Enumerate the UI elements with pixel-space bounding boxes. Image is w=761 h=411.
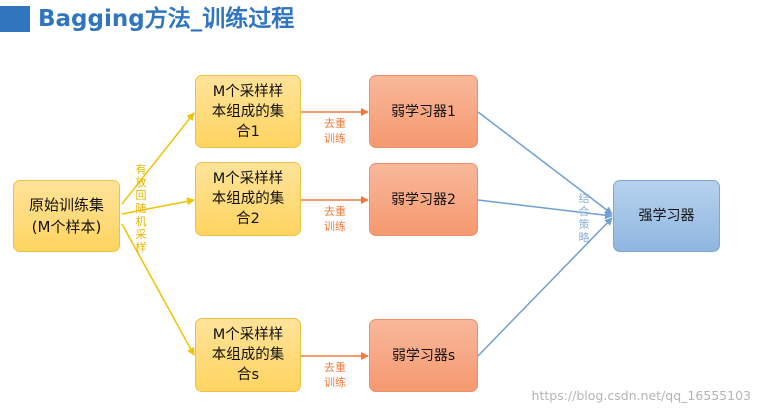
train-label-1: 去重训练	[324, 117, 346, 145]
sample-set-2-line2: 本组成的集	[211, 191, 285, 207]
weak-learner-3-label: 弱学习器s	[391, 347, 456, 364]
sample-set-3-line2: 本组成的集	[211, 347, 285, 363]
sample-set-3-line3: 合s	[236, 367, 260, 383]
sample-set-box-3: M个采样样 本组成的集 合s	[195, 318, 301, 392]
weak-learner-2-label: 弱学习器2	[391, 191, 456, 208]
strong-learner-box: 强学习器	[613, 180, 720, 252]
sample-set-1-line2: 本组成的集	[211, 103, 285, 120]
weak-learner-box-2: 弱学习器2	[369, 163, 478, 236]
sample-set-2-line3: 合2	[236, 211, 260, 227]
weak-learner-1-label: 弱学习器1	[391, 103, 456, 120]
original-training-set-line1: 原始训练集	[28, 196, 104, 214]
watermark-text: https://blog.csdn.net/qq_16555103	[531, 388, 751, 403]
sampling-method-label: 有放回随机采样	[135, 163, 147, 254]
sampling-arrow-3	[121, 223, 195, 356]
weak-learner-box-3: 弱学习器s	[369, 319, 478, 392]
original-training-set-line2: (M个样本)	[31, 218, 102, 236]
sampling-arrow-2	[121, 197, 195, 215]
sample-set-3-line1: M个采样样	[212, 327, 284, 343]
train-label-2: 去重训练	[324, 205, 346, 233]
combine-arrow-2	[477, 199, 613, 220]
sample-set-1-line3: 合1	[236, 123, 260, 140]
page-title: Bagging方法_训练过程	[38, 6, 295, 32]
sampling-arrow-1	[121, 112, 195, 205]
combine-arrow-1	[477, 111, 613, 215]
strong-learner-label: 强学习器	[638, 208, 695, 224]
sample-set-1-line1: M个采样样	[212, 83, 284, 100]
combination-strategy-label: 结合策略	[578, 192, 590, 244]
sample-set-box-2: M个采样样 本组成的集 合2	[195, 162, 301, 236]
train-label-3: 去重训练	[324, 361, 346, 389]
original-training-set-box: 原始训练集 (M个样本)	[13, 180, 120, 252]
combine-arrow-3	[477, 217, 613, 357]
weak-learner-box-1: 弱学习器1	[369, 75, 478, 148]
sample-set-box-1: M个采样样 本组成的集 合1	[195, 75, 301, 148]
sample-set-2-line1: M个采样样	[212, 171, 284, 187]
title-accent-bar	[0, 6, 30, 32]
